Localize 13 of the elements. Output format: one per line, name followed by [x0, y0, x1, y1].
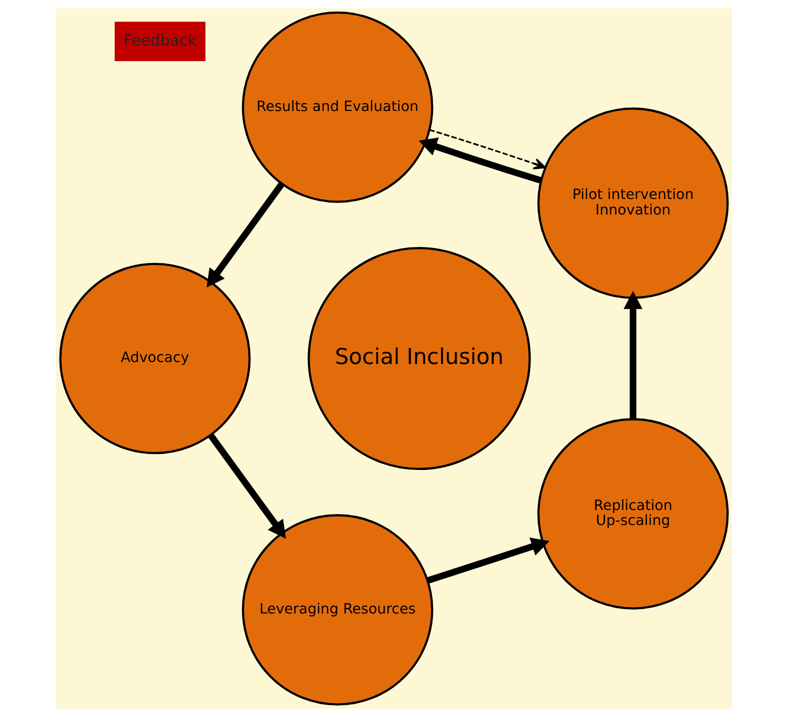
node-circle: Results and Evaluation: [241, 11, 433, 203]
node-circle: Social Inclusion: [307, 246, 530, 470]
node-circle: Leveraging Resources: [241, 514, 433, 706]
arrow: [426, 538, 550, 584]
arrow: [208, 433, 286, 539]
arrow: [418, 138, 542, 184]
node-circle: Pilot intervention Innovation: [536, 107, 728, 299]
arrow: [623, 290, 642, 419]
arrow: [428, 129, 546, 170]
node-circle: Replication Up-scaling: [536, 418, 728, 610]
node-circle: Advocacy: [58, 262, 250, 454]
label: Feedback: [123, 31, 196, 50]
arrow: [206, 182, 284, 288]
